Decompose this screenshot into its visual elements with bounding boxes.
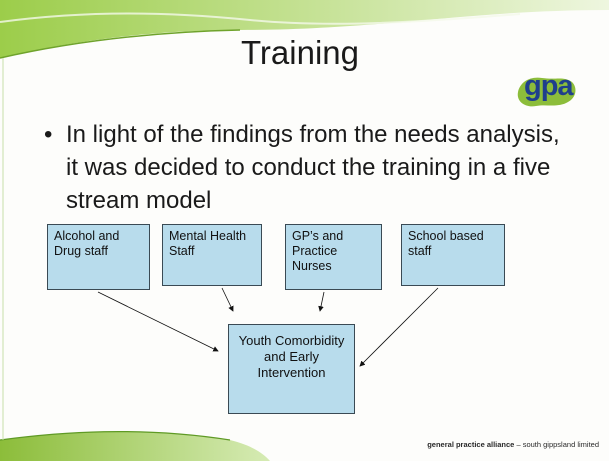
arrow-alcohol-to-youth [97,291,219,352]
arrow-mental-to-youth [221,287,234,312]
stream-box-mental-health: Mental Health Staff [162,224,262,286]
slide-title: Training [241,34,359,71]
bullet-marker: • [44,121,53,148]
arrow-school-to-youth [359,287,439,367]
arrow-gp-to-youth [318,291,325,312]
stream-box-school-staff: School based staff [401,224,505,286]
footer-text: general practice alliance – south gippsl… [427,440,599,449]
target-box-youth-comorbidity: Youth Comorbidity and Early Intervention [228,324,355,414]
footer-org: general practice alliance [427,440,515,449]
logo-text: gpa [524,70,574,102]
bullet-text: In light of the findings from the needs … [66,121,560,214]
stream-box-alcohol-drug: Alcohol and Drug staff [47,224,150,290]
gpa-logo-icon [517,77,576,107]
footer-rest: – south gippsland limited [514,440,599,449]
stream-box-gp-nurses: GP’s and Practice Nurses [285,224,382,290]
